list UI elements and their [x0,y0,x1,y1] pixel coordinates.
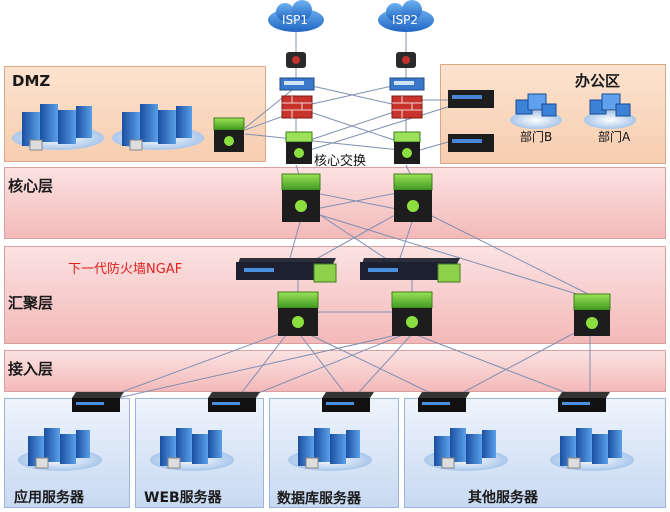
server-cluster-icon [150,428,234,471]
server-cluster-icon [424,428,508,471]
access-switch-icon [322,392,374,412]
app-servers-label: 应用服务器 [14,490,84,506]
core-switch-icon [285,131,313,164]
ngaf-appliance-icon [236,258,337,283]
dept-b-label: 部门B [520,130,553,144]
firewall-icon [281,95,313,119]
access-switch-icon [558,392,610,412]
router-icon [396,52,416,68]
dmz-label: DMZ [12,72,51,90]
cloud-icon [378,0,434,32]
cloud-icon [268,0,324,32]
ngaf-label: 下一代防火墙NGAF [68,262,183,277]
l3-switch-icon [277,291,319,336]
pc-icon [584,93,636,129]
server-cluster-icon [550,428,634,471]
access-switch-icon [72,392,124,412]
ngaf-appliance-icon [360,258,461,283]
office-label: 办公区 [575,72,621,90]
l3-switch-icon [213,117,245,152]
server-cluster-icon [18,428,102,471]
pc-icon [510,93,562,129]
core-switch-icon [393,131,421,164]
server-cluster-icon [12,104,104,151]
web-servers-label: WEB服务器 [144,490,222,506]
core-layer-label: 核心层 [8,177,54,195]
access-layer-zone [4,350,666,392]
router-icon [286,52,306,68]
db-servers-label: 数据库服务器 [277,491,361,507]
network-links [99,30,591,403]
aggregation-layer-label: 汇聚层 [8,294,54,312]
other-servers-label: 其他服务器 [468,490,538,506]
isp2-label: ISP2 [392,13,419,27]
isp1-label: ISP1 [282,13,309,27]
aggregation-layer-zone [4,246,666,344]
core-switch-label: 核心交换 [314,154,367,169]
access-layer-label: 接入层 [8,360,54,378]
office-switch-icon [448,90,494,108]
core-switch-icon [393,173,433,222]
office-switch-icon [448,134,494,152]
dept-a-label: 部门A [598,130,631,144]
access-switch-icon [418,392,470,412]
core-layer-zone [4,167,666,239]
firewall-icon [391,95,423,119]
l3-switch-icon [573,293,611,336]
core-switch-icon [281,173,321,222]
edge-router-icon [279,77,315,91]
server-cluster-icon [112,104,204,151]
access-switch-icon [208,392,260,412]
l3-switch-icon [391,291,433,336]
edge-router-icon [389,77,425,91]
server-cluster-icon [288,428,372,471]
